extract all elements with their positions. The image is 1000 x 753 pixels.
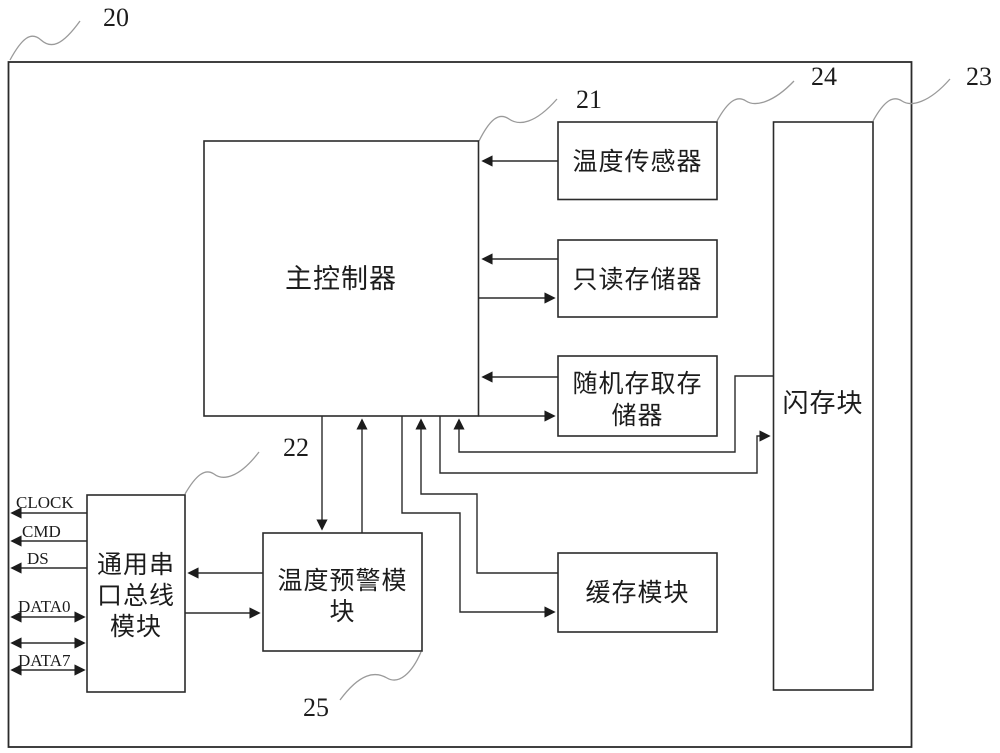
ref-label-21: 21 bbox=[576, 85, 602, 114]
signal-label-data0: DATA0 bbox=[18, 597, 70, 616]
ref-label-24: 24 bbox=[811, 62, 837, 91]
cache-module-box bbox=[557, 552, 718, 633]
ref-label-20: 20 bbox=[103, 3, 129, 32]
conn-controller-to-cache bbox=[401, 416, 556, 618]
outer-enclosure-box bbox=[7, 61, 913, 748]
usb-module-box bbox=[86, 494, 186, 693]
usb-module-label-line1: 通用串 bbox=[97, 550, 175, 579]
signal-label-ds: DS bbox=[27, 549, 49, 568]
temperature-sensor-label: 温度传感器 bbox=[572, 147, 702, 176]
ram-label-line2: 储器 bbox=[611, 401, 663, 430]
ref-leader-24 bbox=[716, 80, 795, 122]
ref-label-25: 25 bbox=[303, 693, 329, 722]
rom-box bbox=[557, 239, 718, 318]
signal-label-clock: CLOCK bbox=[16, 493, 74, 512]
temperature-warning-label-line1: 温度预警模 bbox=[277, 566, 407, 595]
rom-label: 只读存储器 bbox=[572, 265, 702, 294]
ref-leader-25 bbox=[339, 651, 422, 701]
ref-leader-22 bbox=[184, 451, 260, 495]
flash-block-box bbox=[772, 121, 874, 691]
ram-label-line1: 随机存取存 bbox=[572, 369, 702, 398]
temperature-sensor-box bbox=[557, 121, 718, 201]
usb-module-label-line2: 口总线 bbox=[97, 581, 175, 610]
conn-controller-to-flash bbox=[439, 416, 771, 474]
main-controller-box bbox=[203, 140, 480, 417]
ref-leader-23 bbox=[872, 78, 951, 122]
usb-module-label-line3: 模块 bbox=[110, 612, 162, 641]
ref-leader-20 bbox=[9, 20, 81, 61]
ref-label-23: 23 bbox=[966, 62, 992, 91]
conn-cache-to-controller bbox=[415, 418, 558, 574]
signal-label-cmd: CMD bbox=[22, 522, 61, 541]
ram-box bbox=[557, 355, 718, 437]
conn-flash-to-controller bbox=[453, 375, 773, 453]
temperature-warning-module-box bbox=[262, 532, 423, 652]
flash-block-label: 闪存块 bbox=[782, 389, 863, 419]
main-controller-label: 主控制器 bbox=[285, 264, 397, 295]
ref-leader-21 bbox=[478, 98, 558, 142]
cache-module-label: 缓存模块 bbox=[585, 578, 689, 607]
signal-label-data7: DATA7 bbox=[18, 651, 71, 670]
temperature-warning-label-line2: 块 bbox=[329, 597, 355, 626]
ref-label-22: 22 bbox=[283, 433, 309, 462]
